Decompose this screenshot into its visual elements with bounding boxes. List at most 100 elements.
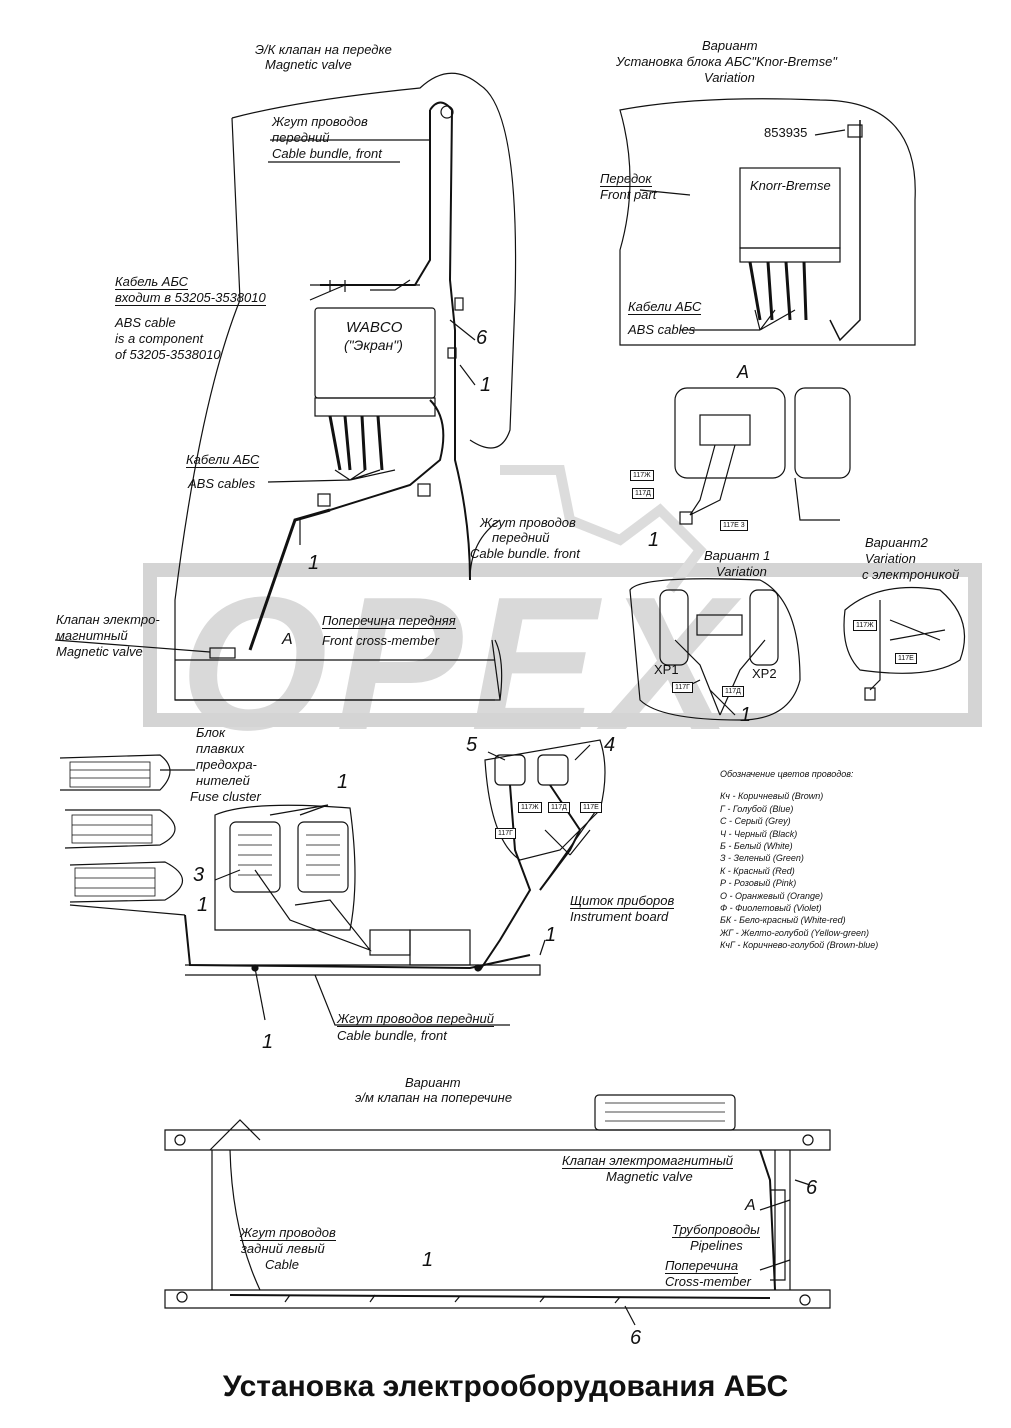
variant1-label-en: Variation xyxy=(716,564,767,579)
bottom-valve-label-en: Magnetic valve xyxy=(606,1169,693,1184)
callout-3: 3 xyxy=(193,864,205,886)
callout-6-top: 6 xyxy=(476,327,488,349)
legend-item: КчГ - Коричнево-голубой (Brown-blue) xyxy=(720,940,879,951)
legend-item: З - Зеленый (Green) xyxy=(720,853,804,864)
valve-em-label-ru1: Клапан электро- xyxy=(56,612,160,627)
wire-tag-117g-c: 117Г xyxy=(495,828,516,839)
wire-tag-117e3: 117Е 3 xyxy=(720,520,748,531)
ek-valve-label-ru: Э/К клапан на передке xyxy=(255,42,392,57)
wire-tag-117d-c: 117Д xyxy=(548,802,570,813)
legend-item: ЖГ - Желто-голубой (Yellow-green) xyxy=(720,927,869,938)
abs-cables-label-ru: Кабели АБС xyxy=(186,452,260,468)
variant-kb-label-2: Установка блока АБС"Knor-Bremse" xyxy=(616,54,837,69)
variant1-label-ru: Вариант 1 xyxy=(704,548,771,563)
fuse-label-ru1: Блок xyxy=(196,725,226,740)
kb-cables-label-en: ABS cables xyxy=(628,322,696,337)
instrument-board-label-en: Instrument board xyxy=(570,909,669,924)
part-number-853935: 853935 xyxy=(764,125,808,140)
callout-5: 5 xyxy=(466,734,478,756)
valve-em-label-en: Magnetic valve xyxy=(56,644,143,659)
watermark: OPEX xyxy=(180,558,740,770)
cross-member-label-ru: Поперечина передняя xyxy=(322,613,456,629)
callout-1-var: 1 xyxy=(740,704,752,726)
pipes-label-ru: Трубопроводы xyxy=(672,1222,760,1238)
abs-cable-label-en1: ABS cable xyxy=(115,315,176,330)
callout-1-view: 1 xyxy=(648,529,660,551)
bundle-front2-label-ru2: передний xyxy=(492,530,550,545)
bundle-bottom-label-en: Cable bundle, front xyxy=(337,1028,447,1043)
fuse-label-ru3: предохра- xyxy=(196,757,257,772)
bottom-bundle-label-ru1: Жгут проводов xyxy=(240,1225,336,1241)
legend-item: БК - Бело-красный (White-red) xyxy=(720,915,846,926)
bottom-bundle-label-ru2: задний левый xyxy=(241,1241,325,1256)
wabco-label: WABCO xyxy=(346,319,403,336)
callout-1-b: 1 xyxy=(308,552,320,574)
variant2-label-en: Variation xyxy=(865,551,916,566)
xp2-label: XP2 xyxy=(752,666,777,681)
bundle-front-label-en: Cable bundle, front xyxy=(272,146,382,161)
instrument-board-label-ru: Щиток приборов xyxy=(570,893,675,909)
fuse-label-ru4: нителей xyxy=(196,773,250,788)
kb-cables-label-ru: Кабели АБС xyxy=(628,299,702,315)
letter-a-callout: A xyxy=(282,631,293,648)
abs-cable-label-en3: of 53205-3538010 xyxy=(115,347,221,362)
page-title: Установка электрооборудования АБС xyxy=(222,1370,789,1403)
callout-1-a: 1 xyxy=(480,374,492,396)
legend-item: К - Красный (Red) xyxy=(720,865,795,876)
bundle-front-label-ru1: Жгут проводов xyxy=(272,114,368,129)
bottom-bundle-label-en: Cable xyxy=(265,1257,299,1272)
callout-1-lower: 1 xyxy=(197,894,209,916)
view-a-label: A xyxy=(737,362,750,382)
callout-1-fuse: 1 xyxy=(337,771,349,793)
wabco-sub-label: ("Экран") xyxy=(344,337,403,353)
wire-tag-117e-c: 117Е xyxy=(580,802,602,813)
callout-1-bottom: 1 xyxy=(422,1249,434,1271)
variant2-label-ru2: с электроникой xyxy=(862,567,960,582)
fuse-label-ru2: плавких xyxy=(196,741,245,756)
bottom-a-callout: A xyxy=(745,1197,756,1214)
legend-item: Г - Голубой (Blue) xyxy=(720,803,794,814)
bundle-front2-label-en: Cable bundle. front xyxy=(470,546,580,561)
valve-em-label-ru2: магнитный xyxy=(56,628,128,643)
wire-color-legend: Обозначение цветов проводов: Кч - Коричн… xyxy=(720,768,878,952)
legend-item: Ч - Черный (Black) xyxy=(720,828,798,839)
legend-item: О - Оранжевый (Orange) xyxy=(720,890,823,901)
wire-tag-117e-b: 117Е xyxy=(895,653,917,664)
variant-kb-label-3: Variation xyxy=(704,70,755,85)
legend-item: Р - Розовый (Pink) xyxy=(720,878,797,889)
legend-item: Ф - Фиолетовый (Violet) xyxy=(720,903,822,914)
pipes-label-en: Pipelines xyxy=(690,1238,743,1253)
bottom-valve-label-ru: Клапан электромагнитный xyxy=(562,1153,734,1169)
knorr-bremse-label: Knorr-Bremse xyxy=(750,178,831,193)
wire-tag-117zh: 117Ж xyxy=(630,470,654,481)
fuse-label-en: Fuse cluster xyxy=(190,789,261,804)
variant-bottom-label-1: Вариант xyxy=(405,1075,461,1090)
variant-bottom-label-2: э/м клапан на поперечине xyxy=(355,1090,513,1105)
variant-kb-label-1: Вариант xyxy=(702,38,758,53)
bundle-bottom-label-ru: Жгут проводов передний xyxy=(337,1011,494,1027)
wire-tag-117zh-b: 117Ж xyxy=(853,620,877,631)
abs-cable-label-ru2: входит в 53205-3538010 xyxy=(115,290,266,306)
peredok-label-ru: Передок xyxy=(600,171,652,187)
cross2-label-ru: Поперечина xyxy=(665,1258,739,1274)
legend-title: Обозначение цветов проводов: xyxy=(720,769,854,779)
wire-tag-117d-b: 117Д xyxy=(722,686,744,697)
callout-4: 4 xyxy=(604,734,616,756)
abs-cables-label-en: ABS cables xyxy=(188,476,256,491)
wire-tag-117d: 117Д xyxy=(632,488,654,499)
wire-tag-117zh-c: 117Ж xyxy=(518,802,542,813)
callout-6-bottom: 6 xyxy=(630,1327,642,1349)
ek-valve-label-en: Magnetic valve xyxy=(265,57,352,72)
abs-cable-label-en2: is a component xyxy=(115,331,204,346)
cross-member-label-en: Front cross-member xyxy=(322,633,440,648)
callout-1-instr: 1 xyxy=(545,924,557,946)
xp1-label: XP1 xyxy=(654,662,679,677)
legend-item: Б - Белый (White) xyxy=(720,841,793,852)
wire-tag-117g: 117Г xyxy=(672,682,693,693)
bundle-front-label-ru2: передний xyxy=(272,130,330,145)
bundle-front2-label-ru1: Жгут проводов xyxy=(480,515,576,530)
peredok-label-en: Front part xyxy=(600,187,657,202)
variant2-label-ru: Вариант2 xyxy=(865,535,928,550)
callout-6-bottom-right: 6 xyxy=(806,1177,818,1199)
